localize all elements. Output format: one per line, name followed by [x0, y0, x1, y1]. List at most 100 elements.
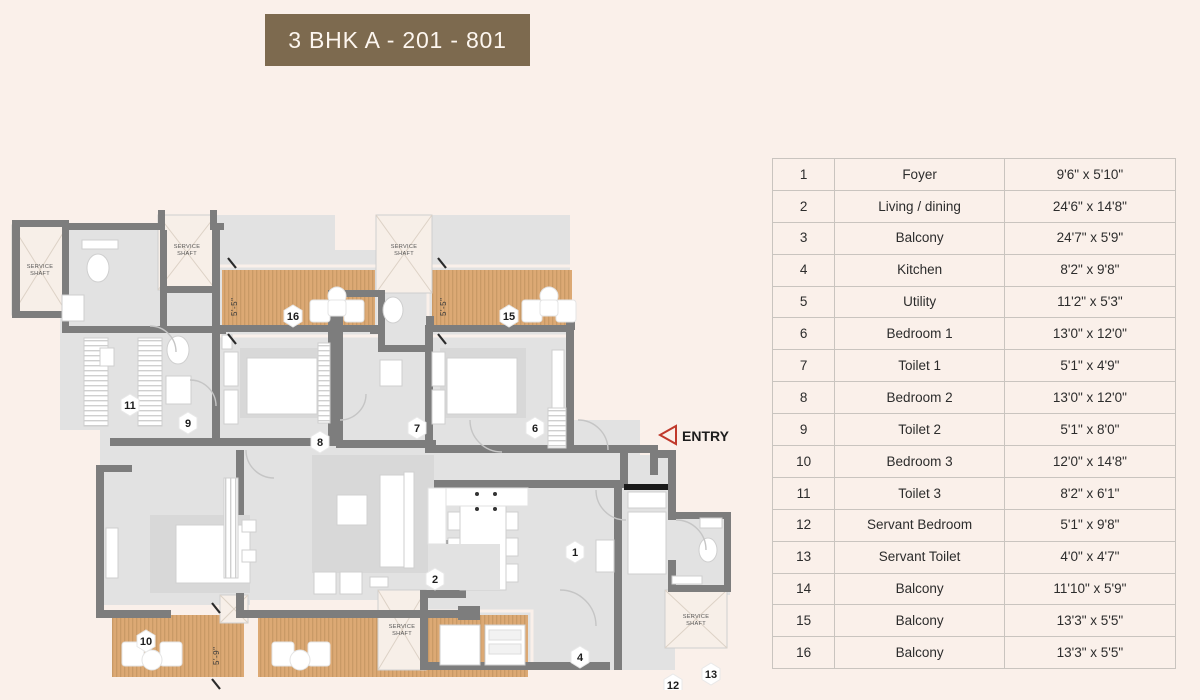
legend-cell-no: 3 — [771, 221, 836, 255]
legend-cell-name: Toilet 2 — [834, 413, 1005, 447]
svg-text:SHAFT: SHAFT — [686, 621, 706, 627]
room-marker-hex — [565, 540, 585, 564]
room-marker-hex — [570, 645, 590, 669]
legend-cell-name: Utility — [834, 285, 1005, 319]
legend-cell-name: Servant Bedroom — [834, 508, 1005, 542]
legend-cell-no: 16 — [771, 636, 836, 670]
room-marker-hex — [663, 673, 683, 690]
room-number-badges: 12345678910111213141516 — [120, 304, 721, 690]
legend-cell-no: 1 — [771, 158, 836, 191]
room-marker-label: 1 — [572, 547, 578, 559]
svg-text:SHAFT: SHAFT — [30, 271, 50, 277]
legend-cell-dim: 13'0" x 12'0" — [1003, 317, 1177, 351]
svg-text:SERVICE: SERVICE — [391, 244, 418, 250]
page-title: 3 BHK A - 201 - 801 — [288, 26, 507, 53]
room-marker-label: 7 — [414, 423, 420, 435]
legend-cell-name: Bedroom 2 — [834, 381, 1005, 415]
room-marker-hex — [525, 416, 545, 440]
legend-cell-name: Foyer — [834, 158, 1005, 191]
room-marker-hex — [283, 304, 303, 328]
legend-cell-no: 11 — [771, 476, 836, 510]
legend-cell-dim: 4'0" x 4'7" — [1003, 540, 1177, 574]
legend-cell-dim: 11'10" x 5'9" — [1003, 572, 1177, 606]
legend-cell-no: 9 — [771, 413, 836, 447]
legend-cell-name: Balcony — [834, 636, 1005, 670]
room-marker-label: 4 — [577, 652, 584, 664]
svg-text:SERVICE: SERVICE — [27, 264, 54, 270]
legend-cell-no: 6 — [771, 317, 836, 351]
svg-text:SERVICE: SERVICE — [389, 624, 416, 630]
door-swings — [149, 325, 707, 627]
svg-text:SHAFT: SHAFT — [394, 251, 414, 257]
svg-text:SHAFT: SHAFT — [392, 631, 412, 637]
legend-cell-no: 5 — [771, 285, 836, 319]
legend-cell-dim: 13'3" x 5'5" — [1003, 636, 1177, 670]
legend-cell-no: 2 — [771, 189, 836, 223]
legend-cell-name: Balcony — [834, 604, 1005, 638]
legend-cell-name: Toilet 1 — [834, 349, 1005, 383]
room-marker-hex — [425, 567, 445, 591]
balcony-dimensions: 5'-5" 5'-5" 5'-9" — [212, 298, 448, 665]
room-marker-label: 12 — [667, 680, 679, 690]
legend-cell-dim: 5'1" x 9'8" — [1003, 508, 1177, 542]
room-marker-label: 16 — [287, 311, 299, 323]
legend-cell-no: 4 — [771, 253, 836, 287]
entry-label: ENTRY — [682, 428, 730, 444]
svg-text:SERVICE: SERVICE — [683, 614, 710, 620]
legend-cell-no: 7 — [771, 349, 836, 383]
legend-cell-dim: 24'6" x 14'8" — [1003, 189, 1177, 223]
furniture — [61, 239, 723, 671]
legend-cell-no: 13 — [771, 540, 836, 574]
room-marker-hex — [136, 629, 156, 653]
room-marker-label: 8 — [317, 437, 323, 449]
room-marker-hex — [407, 416, 427, 440]
legend-cell-no: 12 — [771, 508, 836, 542]
legend-cell-dim: 12'0" x 14'8" — [1003, 445, 1177, 478]
room-marker-label: 10 — [140, 636, 152, 648]
service-shafts — [11, 214, 728, 671]
legend-cell-dim: 13'3" x 5'5" — [1003, 604, 1177, 638]
room-marker-hex — [499, 304, 519, 328]
legend-cell-name: Kitchen — [834, 253, 1005, 287]
legend-cell-dim: 5'1" x 4'9" — [1003, 349, 1177, 383]
legend-cell-name: Living / dining — [834, 189, 1005, 223]
legend-cell-no: 10 — [771, 445, 836, 478]
room-marker-label: 2 — [432, 574, 438, 586]
room-marker-hex — [310, 430, 330, 454]
room-marker-hex — [178, 411, 198, 435]
legend-cell-dim: 24'7" x 5'9" — [1003, 221, 1177, 255]
legend-cell-name: Bedroom 1 — [834, 317, 1005, 351]
balcony-edge-ticks — [211, 257, 447, 690]
room-marker-hex — [701, 662, 721, 686]
legend-cell-dim: 13'0" x 12'0" — [1003, 381, 1177, 415]
legend-cell-no: 14 — [771, 572, 836, 606]
room-marker-label: 6 — [532, 423, 538, 435]
room-marker-label: 9 — [185, 418, 191, 430]
legend-cell-name: Bedroom 3 — [834, 445, 1005, 478]
room-marker-label: 15 — [503, 311, 515, 323]
balcony-15-dim: 5'-5" — [439, 298, 448, 316]
legend-cell-no: 8 — [771, 381, 836, 415]
legend-cell-dim: 9'6" x 5'10" — [1003, 158, 1177, 191]
legend-cell-name: Balcony — [834, 221, 1005, 255]
legend-cell-dim: 8'2" x 9'8" — [1003, 253, 1177, 287]
legend-cell-dim: 8'2" x 6'1" — [1003, 476, 1177, 510]
legend-cell-name: Balcony — [834, 572, 1005, 606]
entry-marker: ENTRY — [657, 424, 730, 446]
